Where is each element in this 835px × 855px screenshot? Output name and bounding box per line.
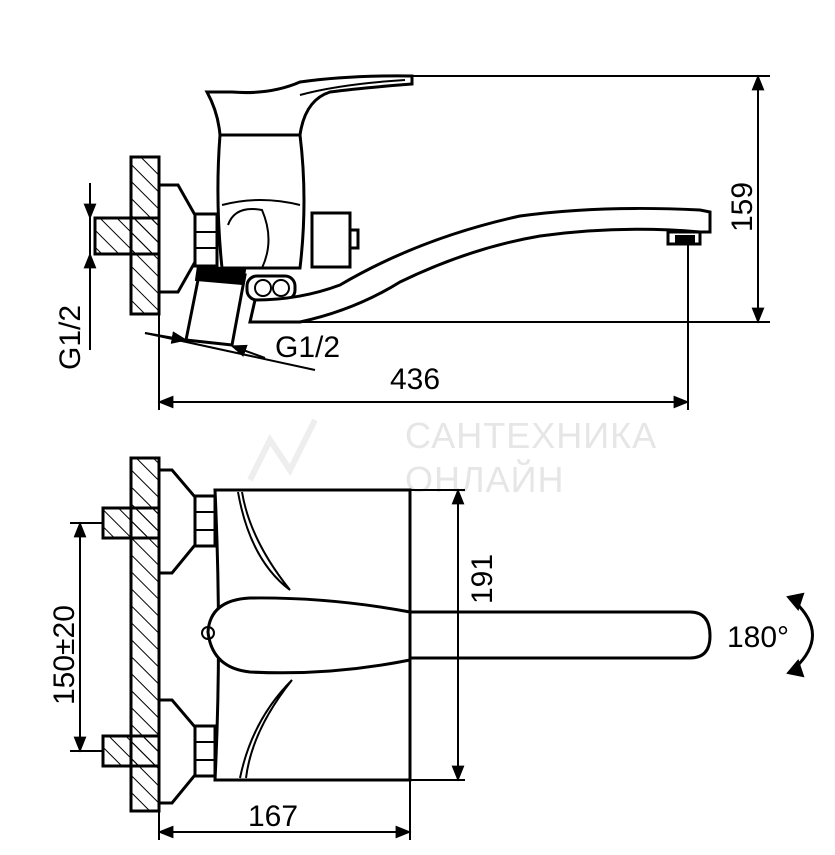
lower-nut [193,724,217,778]
thread-label-outlet: G1/2 [275,331,340,364]
watermark-line-2: ОНЛАЙН [405,458,565,500]
lever-handle [204,74,414,137]
side-view: 191 150±20 167 180° [48,456,814,840]
side-fitting [310,211,352,269]
union-nut [193,212,219,268]
spout-side [408,610,712,660]
lower-flange [157,698,197,805]
lower-eccentric-pipe [101,734,161,768]
upper-nut [193,494,217,548]
inlet-pipe [93,216,161,256]
rotation-label-180: 180° [727,621,789,654]
decorative-flange [157,183,197,294]
rotation-arc-icon [793,600,814,670]
dimension-height-159: 159 [726,182,759,232]
lever-side [206,596,412,675]
dimension-depth-167: 167 [248,800,298,833]
upper-eccentric-pipe [101,506,161,540]
dimension-spacing-150: 150±20 [48,605,81,705]
top-view: 159 436 G1/2 G1/2 [54,74,770,410]
watermark: САНТЕХНИКА ОНЛАЙН [247,415,657,500]
dimension-side-height-191: 191 [466,554,499,604]
upper-flange [157,468,197,575]
watermark-line-1: САНТЕХНИКА [405,415,657,456]
swivel-spout [248,206,712,324]
dimension-length-436: 436 [390,363,440,396]
thread-label-inlet: G1/2 [54,305,87,370]
mixer-body [216,133,306,270]
